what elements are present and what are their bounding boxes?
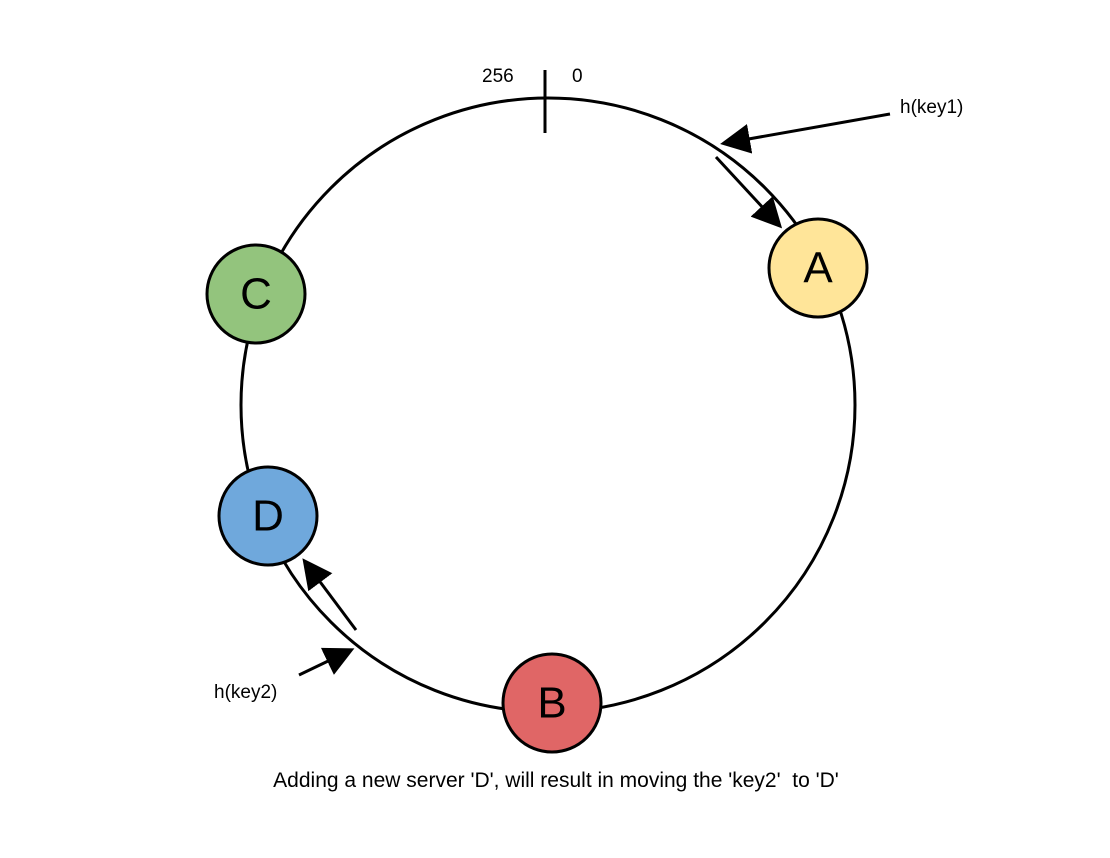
server-a-circle [767,217,869,319]
ring-end-label: 256 [482,66,514,87]
server-d: D [217,465,319,567]
server-b-label: B [537,679,566,728]
key1-pointer-arrow [720,112,891,154]
server-c-label: C [240,270,272,319]
ring-start-label: 0 [572,66,583,87]
server-b: B [501,652,603,754]
key2-label: h(key2) [214,682,277,703]
server-c: C [205,243,307,345]
key1-label: h(key1) [900,97,963,118]
server-c-circle [205,243,307,345]
key2-pointer-arrow [298,647,355,677]
server-a: A [767,217,869,319]
server-b-circle [501,652,603,754]
key2-to-server-d-arrow [302,558,358,631]
server-d-label: D [252,492,284,541]
server-d-circle [217,465,319,567]
diagram-caption: Adding a new server 'D', will result in … [273,769,839,792]
hash-ring [239,96,857,714]
server-a-label: A [803,244,833,293]
key1-to-server-a-arrow [714,155,783,229]
